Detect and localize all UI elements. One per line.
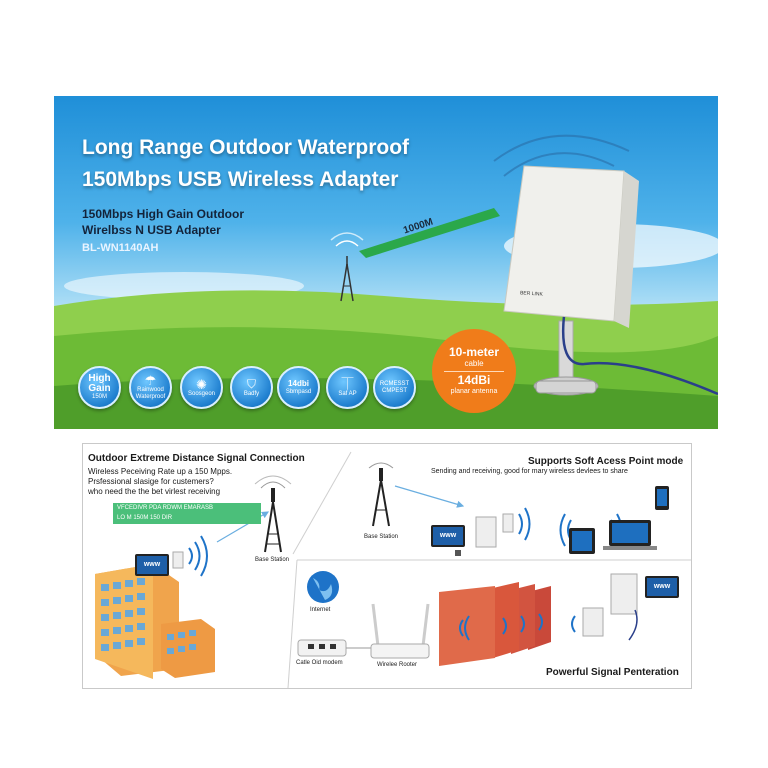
modem-icon <box>297 639 347 657</box>
building-icon <box>95 564 215 679</box>
badge-divider <box>444 371 504 372</box>
banner-subtitle-line1: 150Mbps High Gain Outdoor <box>82 207 245 221</box>
base-station-label-left: Base Station <box>255 557 290 563</box>
globe-icon <box>307 571 339 603</box>
feature-soft-ap: ⏉ Saf AP <box>326 366 369 409</box>
product-banner: Long Range Outdoor Waterproof 150Mbps US… <box>54 96 718 429</box>
modem-label: Catle Oid modem <box>296 660 343 666</box>
monitor-icon-right-top: www <box>431 525 465 547</box>
feature-safety: ⛉ Badfy <box>230 366 273 409</box>
distance-text-3: who need the the bet virlest receiving <box>88 487 221 496</box>
router-icon <box>370 603 430 659</box>
banner-subtitle-line2: Wirelbss N USB Adapter <box>82 223 221 237</box>
cable-antenna-badge: 10-meter cable 14dBi planar antenna <box>432 329 516 413</box>
feature-diagram-panel: Outdoor Extreme Distance Signal Connecti… <box>82 443 692 689</box>
wifi-waves-icon <box>459 613 576 641</box>
phone-icon <box>655 486 669 510</box>
tower-icon <box>330 232 364 302</box>
laptop-icon <box>603 520 657 550</box>
section-title-distance: Outdoor Extreme Distance Signal Connecti… <box>88 453 305 464</box>
internet-label: Internet <box>310 607 331 613</box>
tower-icon <box>254 475 292 553</box>
panel-illustrations <box>95 451 691 688</box>
spec-green-box: VFCEDIVR PDA RDWM EMARASB LO M 150M 150 … <box>113 503 261 524</box>
feature-waterproof: ☂ Rainwood Waterproof <box>129 366 172 409</box>
tower-icon <box>368 462 394 527</box>
antenna-panel-icon <box>503 165 639 328</box>
distance-text-2: Prsfessional slasige for custemers? <box>88 477 214 486</box>
section-title-soft-ap: Supports Soft Acess Point mode <box>528 456 684 467</box>
signal-waves-icon <box>493 134 630 177</box>
wifi-waves-icon <box>188 535 208 577</box>
feature-sunproof: ✺ Soosgeon <box>180 366 223 409</box>
router-label: Wirelee Rooter <box>377 662 418 668</box>
sun-icon: ✺ <box>196 376 207 392</box>
feature-compatible: RCMESST CMPEST <box>373 366 416 409</box>
model-number: BL-WN1140AH <box>82 242 159 254</box>
soft-ap-text: Sending and receiving, good for mary wir… <box>431 468 628 475</box>
distance-text-1: Wireless Peceiving Rate up a 150 Mpps. <box>88 467 233 476</box>
banner-title-line2: 150Mbps USB Wireless Adapter <box>82 168 399 191</box>
base-station-label-right: Base Station <box>364 534 399 540</box>
tablet-icon <box>569 528 595 554</box>
monitor-icon-right-bottom: www <box>645 576 679 598</box>
brick-wall-icon <box>439 582 551 666</box>
umbrella-icon: ☂ <box>144 373 157 388</box>
feature-high-gain: High Gain 150M <box>78 366 121 409</box>
section-title-penetration: Powerful Signal Penteration <box>546 667 679 678</box>
feature-14dbi: 14dbi Sbmpasd <box>277 366 320 409</box>
shield-icon: ⛉ <box>246 376 256 391</box>
antenna-icon: ⏉ <box>341 376 354 391</box>
monitor-icon-left: www <box>135 554 169 576</box>
banner-title-line1: Long Range Outdoor Waterproof <box>82 136 410 159</box>
